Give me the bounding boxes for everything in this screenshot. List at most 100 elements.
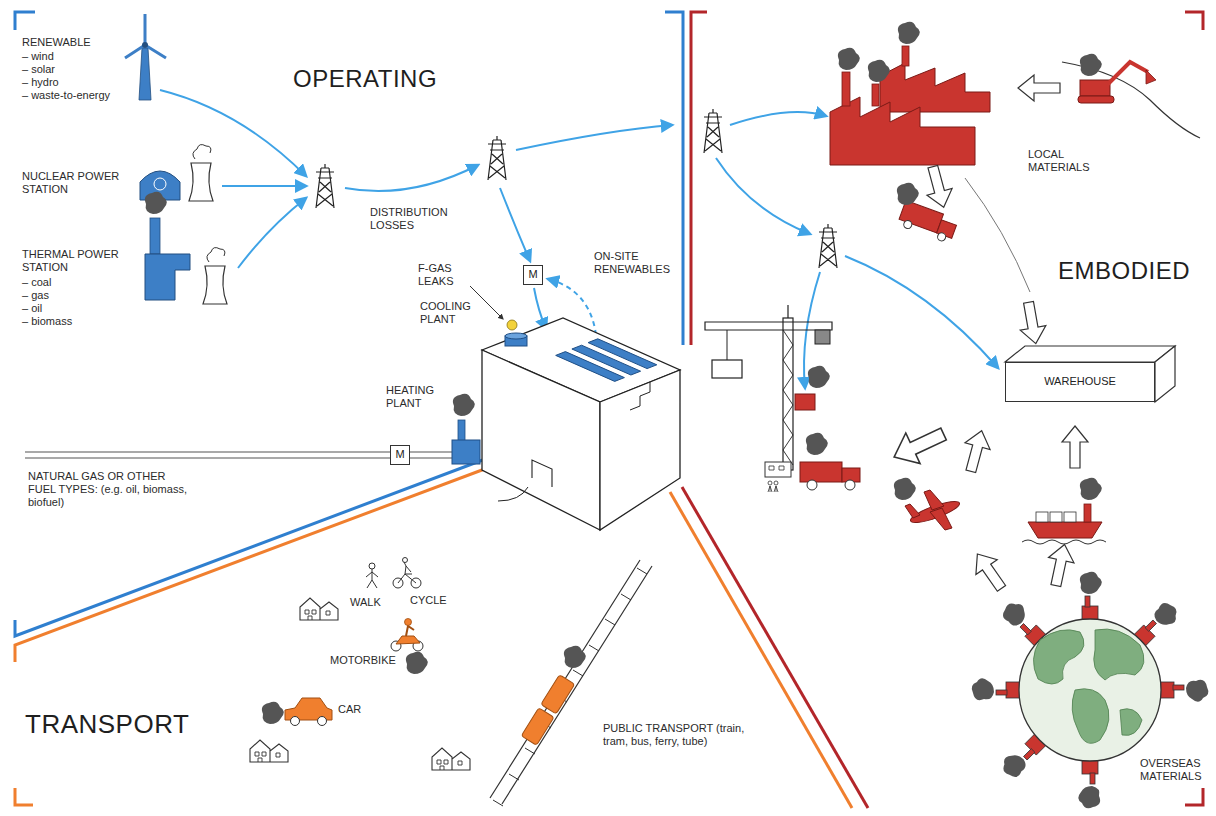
wind-turbine	[139, 48, 151, 100]
electricity-arrows	[222, 185, 306, 187]
material-flow-arrows	[958, 427, 994, 474]
electricity-arrows	[345, 165, 478, 191]
train	[521, 675, 574, 746]
factories	[842, 72, 850, 106]
site-truck	[765, 462, 791, 477]
scope-brackets	[15, 12, 1203, 808]
globe	[1072, 689, 1109, 744]
cyclist	[403, 558, 408, 563]
houses	[250, 598, 470, 770]
aeroplane	[924, 490, 944, 510]
ship	[1022, 478, 1106, 544]
cooling-plant	[505, 333, 527, 339]
houses	[432, 748, 470, 770]
scope-brackets	[1185, 12, 1203, 30]
walker	[366, 563, 378, 588]
thermal-power-station	[145, 192, 227, 304]
factories	[880, 63, 990, 112]
section-title: EMBODIED	[1058, 258, 1190, 284]
annotation-label: – hydro	[22, 76, 59, 89]
scope-brackets	[691, 12, 707, 345]
gas-pipeline	[410, 452, 452, 458]
scope-brackets	[670, 492, 852, 808]
factories	[830, 97, 975, 165]
wind-turbine	[125, 14, 166, 58]
annotation-label: MOTORBIKE	[330, 654, 396, 667]
material-flow-arrows	[965, 178, 1030, 292]
cyclist	[398, 562, 416, 583]
material-flow-arrows	[1043, 542, 1077, 588]
crane	[712, 360, 742, 378]
warehouse-roof	[1155, 346, 1175, 402]
electricity-arrows	[238, 198, 306, 268]
site-truck	[765, 433, 860, 492]
material-flow-arrows	[1062, 426, 1088, 468]
building	[532, 460, 552, 487]
pylons	[316, 109, 837, 268]
annotation-label: CAR	[338, 703, 361, 716]
excavator	[1146, 70, 1156, 84]
wind-turbine	[125, 14, 166, 100]
gas-pipeline	[25, 452, 452, 458]
material-flow-arrows	[1016, 300, 1049, 346]
section-title: OPERATING	[293, 66, 437, 92]
heating-plant	[452, 394, 480, 464]
building	[630, 382, 650, 410]
local-truck	[897, 183, 919, 205]
globe	[1019, 619, 1161, 761]
site-truck	[768, 481, 772, 485]
thermal-power-station	[145, 254, 190, 300]
site-truck	[800, 462, 842, 482]
electricity-arrows	[160, 90, 306, 176]
node-label: M	[395, 448, 404, 461]
motorbike	[406, 626, 414, 636]
annotation-label: – biomass	[22, 315, 72, 328]
aeroplane	[894, 478, 916, 500]
thermal-power-station	[203, 248, 227, 304]
scope-brackets	[15, 458, 488, 636]
node-label: WAREHOUSE	[1044, 375, 1116, 388]
thermal-power-station	[145, 192, 167, 214]
electricity-arrows	[500, 188, 530, 261]
crane	[783, 318, 793, 470]
crane	[808, 366, 830, 388]
annotation-label: CYCLE	[410, 594, 447, 607]
annotation-label: F-GAS LEAKS	[418, 262, 468, 288]
scope-brackets	[15, 12, 35, 30]
electricity-arrows	[516, 125, 672, 150]
train	[490, 560, 652, 804]
motorbike	[405, 619, 412, 626]
meter-box: M	[523, 265, 543, 285]
globe	[972, 572, 1209, 809]
material-flow-arrows	[887, 419, 951, 473]
factories	[898, 22, 920, 44]
building	[600, 370, 680, 530]
annotation-label: DISTRIBUTION LOSSES	[370, 206, 465, 232]
annotation-label: PUBLIC TRANSPORT (train, tram, bus, ferr…	[603, 722, 763, 748]
nuclear-power-station	[189, 145, 213, 201]
car	[291, 717, 300, 726]
car	[318, 717, 327, 726]
pylons	[316, 164, 334, 208]
pylons	[819, 224, 837, 268]
heating-plant	[453, 394, 475, 416]
ship	[1028, 522, 1102, 538]
aeroplane	[905, 504, 920, 518]
pylons	[488, 136, 506, 180]
material-flow-arrows	[967, 547, 1012, 596]
electricity-arrows	[730, 112, 826, 125]
scope-brackets	[15, 788, 33, 805]
motorbike	[406, 652, 428, 674]
train	[521, 708, 554, 746]
gas-pipeline	[25, 452, 390, 458]
building	[482, 350, 600, 530]
factories	[838, 48, 860, 70]
scope-brackets	[665, 12, 683, 345]
factories	[830, 22, 990, 165]
ship	[1084, 504, 1091, 522]
ship	[1036, 512, 1048, 522]
local-truck	[897, 200, 959, 244]
train	[541, 675, 575, 714]
electricity-arrows	[716, 158, 810, 234]
